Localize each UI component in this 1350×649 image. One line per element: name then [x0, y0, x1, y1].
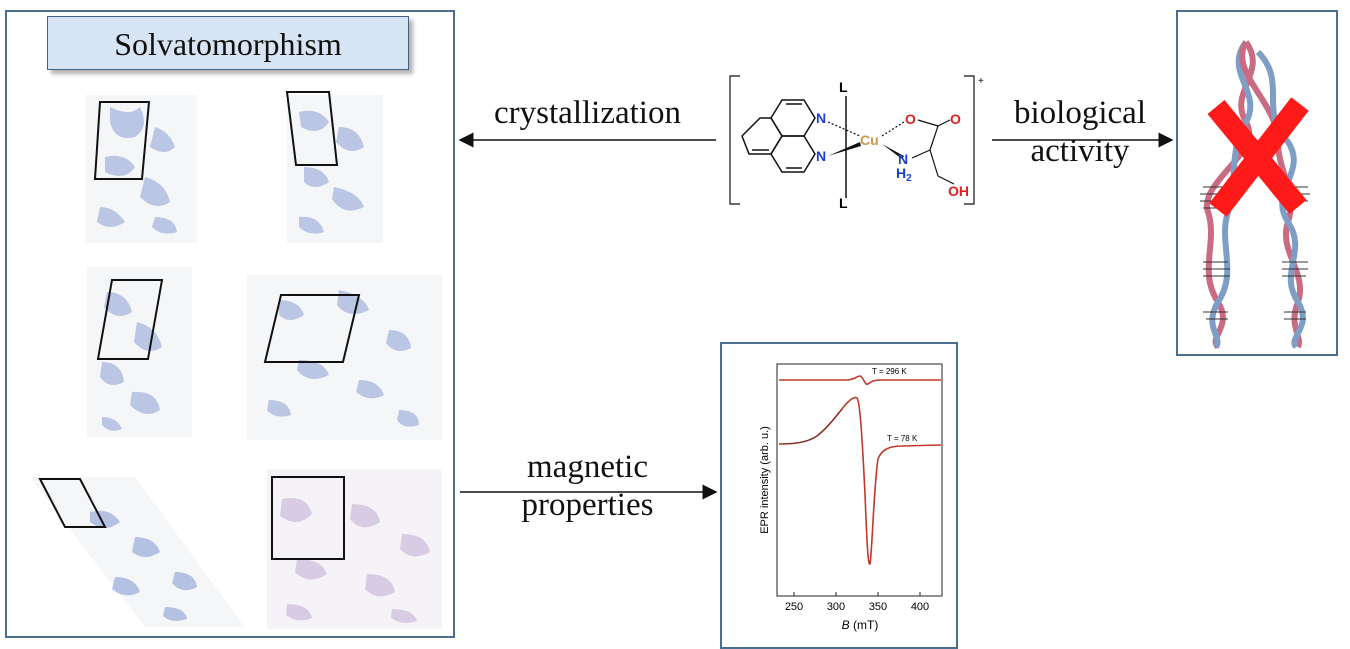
axial-ligand-top: L	[839, 79, 848, 95]
magnetic-line1: magnetic	[527, 449, 648, 485]
biological-line2: activity	[1030, 133, 1130, 169]
bracket-right	[964, 75, 975, 205]
void-region	[280, 498, 430, 623]
dna-panel	[1176, 10, 1338, 356]
void-region	[90, 510, 197, 621]
void-region	[267, 290, 419, 427]
biological-activity-label: biological activity	[995, 94, 1165, 170]
solvatomorphism-panel: Solvatomorphism	[5, 10, 455, 638]
unit-cell	[285, 91, 339, 166]
dna-illustration	[1200, 40, 1310, 350]
unit-cell	[271, 476, 345, 560]
y-axis-label: EPR intensity (arb. u.)	[759, 426, 771, 534]
void-region	[100, 292, 162, 431]
nitrogen-1: N	[816, 110, 826, 126]
unit-cell	[93, 101, 151, 180]
crystal-packing-5	[30, 477, 245, 627]
bracket-left	[729, 75, 740, 205]
epr-panel: 250 300 350 400 B (mT) EPR intensity (ar…	[720, 342, 958, 649]
crystal-packing-3	[87, 267, 192, 437]
charge-sign: +	[978, 76, 984, 87]
magnetic-line2: properties	[521, 487, 654, 523]
crystal-packing-4	[247, 275, 442, 440]
x-tick-300: 300	[827, 601, 845, 613]
unit-cell	[263, 294, 361, 363]
solvatomorphism-title: Solvatomorphism	[47, 16, 409, 70]
biological-line1: biological	[1014, 95, 1146, 131]
void-region	[97, 107, 177, 234]
phenanthroline	[741, 99, 816, 173]
amine-nitrogen: N	[898, 151, 908, 167]
nitrogen-2: N	[816, 148, 826, 164]
void-region	[299, 110, 364, 234]
x-axis-label: B (mT)	[842, 618, 879, 632]
epr-spectrum-chart: 250 300 350 400 B (mT) EPR intensity (ar…	[759, 363, 943, 632]
x-ticks	[793, 592, 921, 596]
spectrum-78K	[778, 396, 942, 565]
crystal-packing-2	[285, 91, 383, 243]
label-78K: T = 78 K	[887, 434, 918, 443]
label-296K: T = 296 K	[872, 367, 907, 376]
crystal-packing-1	[85, 95, 197, 243]
x-tick-350: 350	[869, 601, 887, 613]
copper-complex-structure: + N N Cu L L O O N H2 OH	[729, 75, 984, 211]
magnetic-properties-label: magnetic properties	[470, 448, 705, 524]
oxygen-2: O	[950, 111, 961, 127]
axial-ligand-bottom: L	[839, 195, 848, 211]
unit-cell	[38, 478, 107, 528]
amine-hydrogen: H2	[896, 165, 912, 184]
crystallization-label: crystallization	[494, 95, 681, 131]
crystal-packing-6	[267, 469, 442, 629]
spectrum-78K-shadow	[778, 408, 843, 445]
unit-cell	[96, 279, 164, 360]
oxygen-1: O	[905, 111, 916, 127]
cross-mark-icon	[1207, 97, 1309, 217]
plot-frame	[776, 363, 943, 597]
copper-atom: Cu	[860, 132, 879, 148]
hydroxyl-group: OH	[948, 183, 969, 199]
spectrum-296K	[779, 375, 941, 386]
x-tick-250: 250	[785, 601, 803, 613]
x-tick-400: 400	[911, 601, 929, 613]
